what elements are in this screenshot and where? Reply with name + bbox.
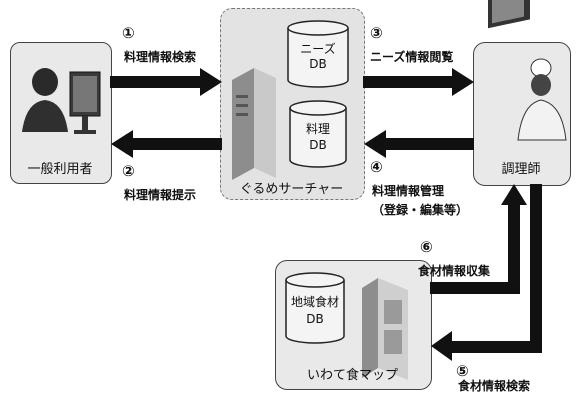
step-1-text: 料理情報検索 [124, 50, 197, 64]
step-5-number: ⑤ [456, 362, 469, 380]
server-label: ぐるめサーチャー [239, 182, 344, 197]
needs-db-cylinder [287, 20, 349, 88]
arrow-5 [431, 184, 542, 361]
arrow-3 [363, 68, 474, 96]
needs-db-label-2: DB [309, 57, 327, 71]
arrows [110, 68, 542, 361]
step-2-number: ② [122, 162, 135, 180]
arrow-6 [430, 184, 527, 294]
step-4-text: 料理情報管理 [372, 184, 445, 198]
chef-label: 調理師 [501, 162, 541, 177]
chef-icon [488, 0, 567, 141]
map-server-icon [362, 278, 408, 380]
server-tower-icon [232, 68, 276, 180]
step-6-text: 食材情報収集 [418, 264, 491, 278]
arrow-2 [111, 130, 222, 158]
step-3-number: ③ [370, 24, 383, 42]
step-4-subtext: （登録・編集等） [372, 203, 469, 217]
arrow-1 [110, 68, 222, 96]
regional-db-label-1: 地域食材 [290, 295, 339, 309]
recipe-db-label-2: DB [309, 138, 327, 152]
recipe-db-cylinder [289, 100, 347, 168]
step-1-number: ① [122, 24, 135, 42]
step-3-text: ニーズ情報閲覧 [370, 50, 454, 64]
step-4-number: ④ [370, 158, 383, 176]
step-6-number: ⑥ [420, 238, 433, 256]
user-person-icon [22, 68, 101, 134]
map-label: いわて食マップ [306, 368, 398, 383]
step-5-text: 食材情報検索 [458, 379, 531, 393]
regional-db-cylinder [285, 272, 345, 344]
user-label: 一般利用者 [27, 162, 93, 177]
arrow-4 [364, 130, 474, 158]
recipe-db-label-1: 料理 [305, 122, 330, 136]
needs-db-label-1: ニーズ [300, 42, 336, 56]
step-2-text: 料理情報提示 [124, 188, 197, 202]
regional-db-label-2: DB [306, 312, 324, 326]
